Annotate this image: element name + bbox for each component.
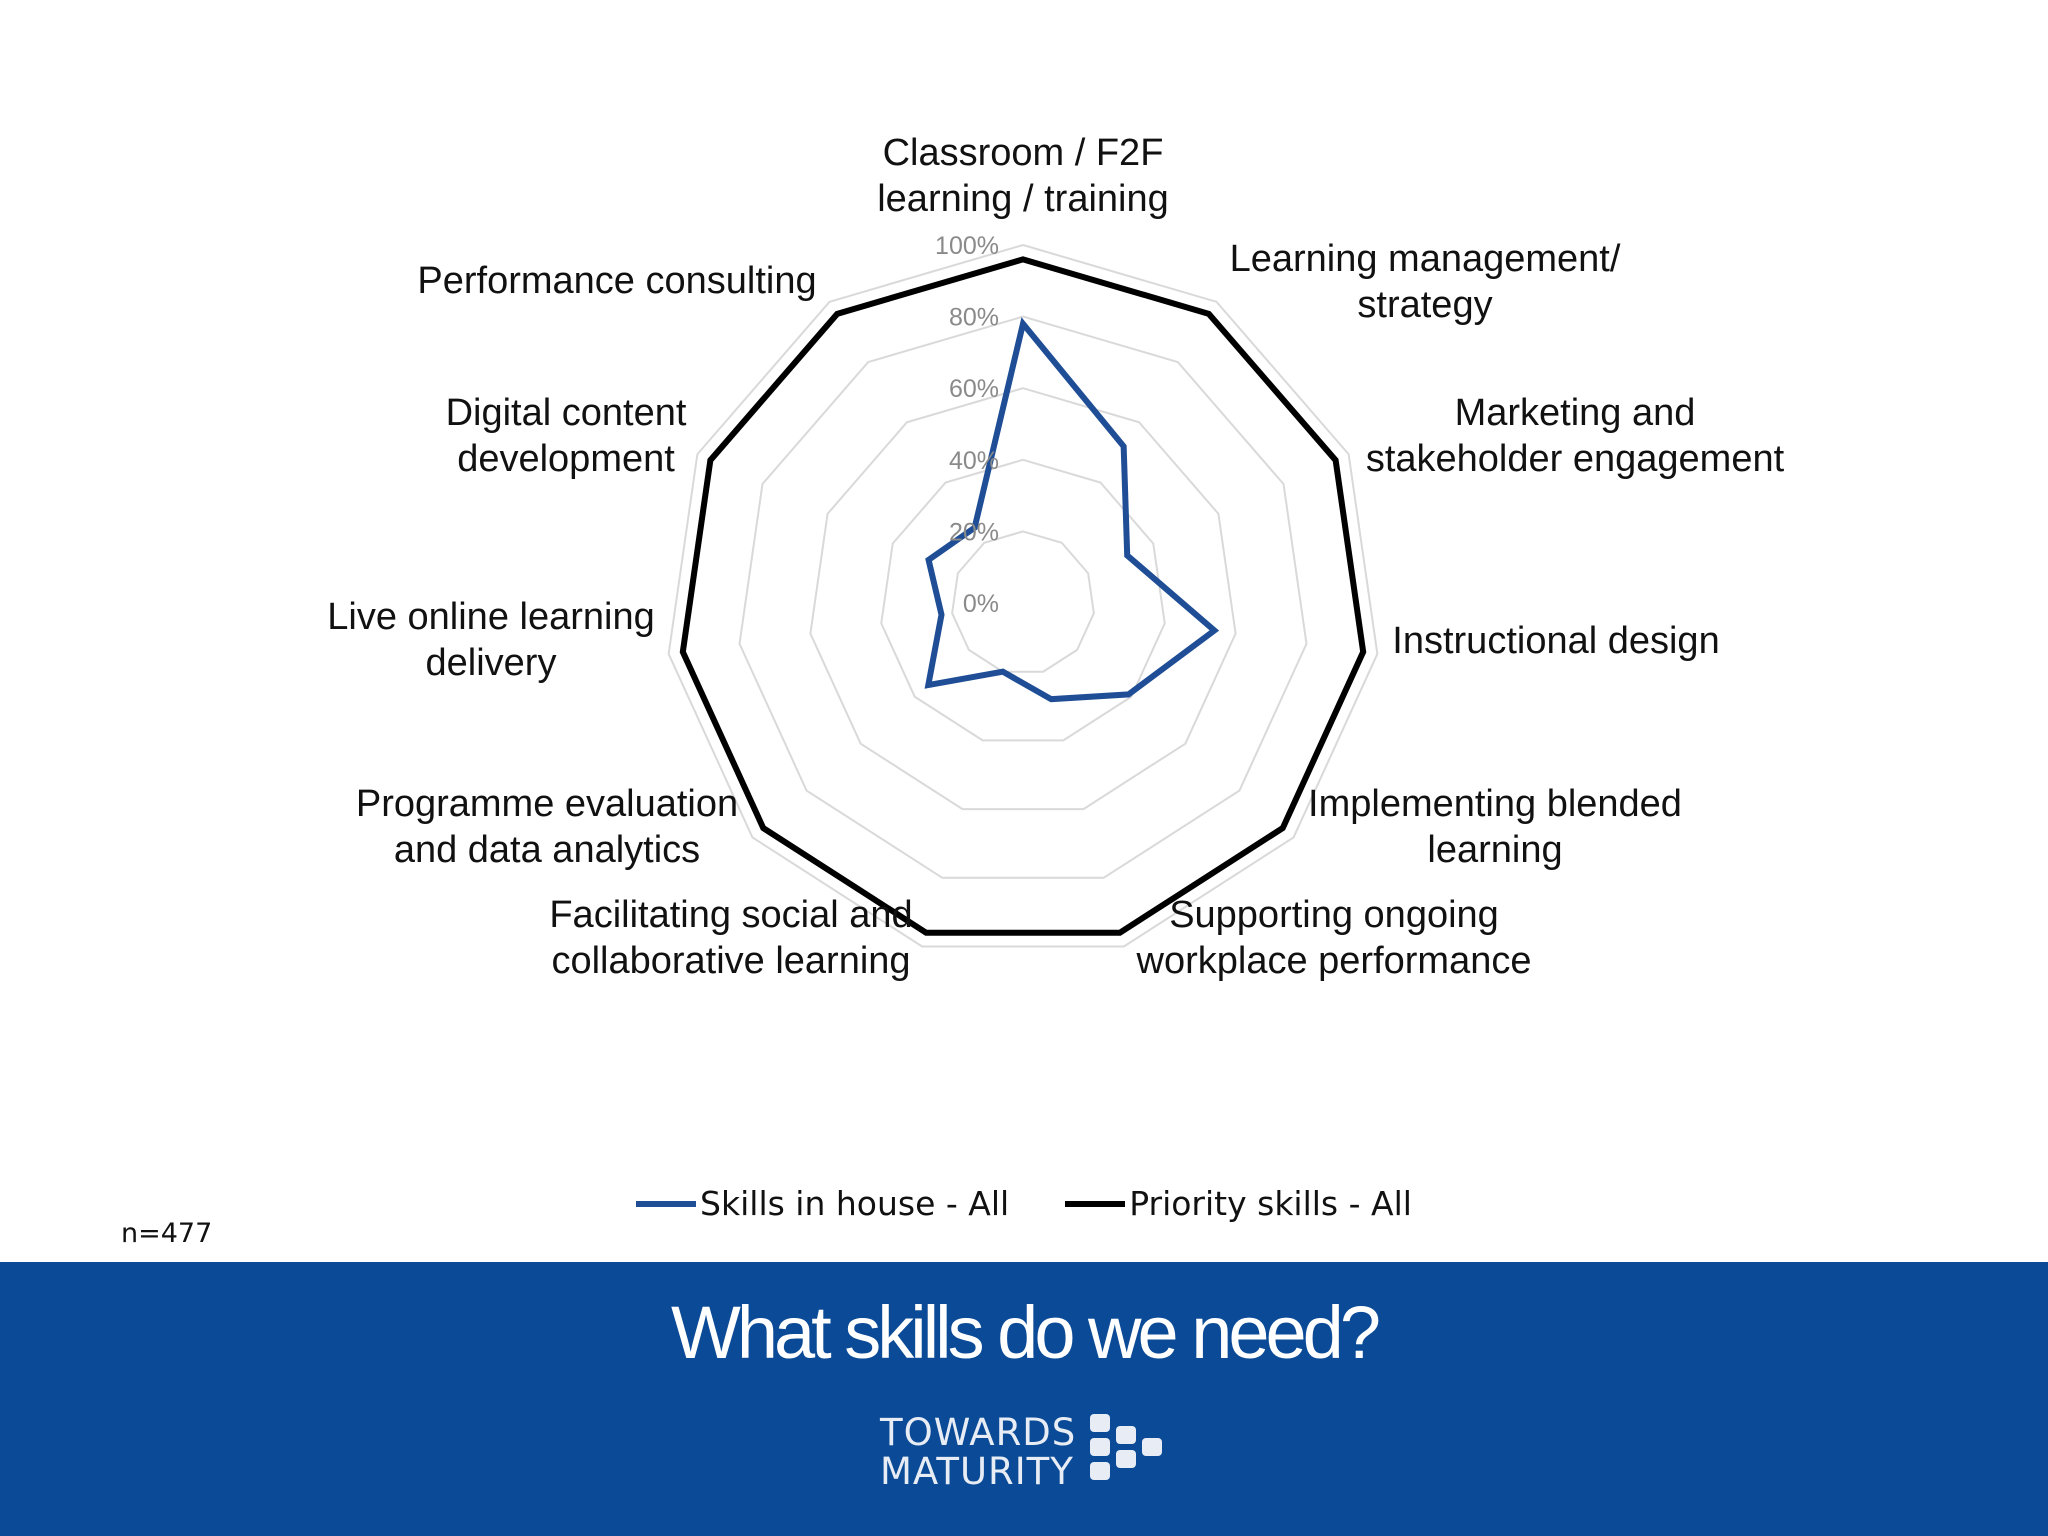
legend-item-priority: Priority skills - All — [1065, 1184, 1412, 1223]
tick-label: 20% — [949, 518, 999, 546]
axis-label-line: Instructional design — [1392, 620, 1719, 662]
logo-line-2: MATURITY — [880, 1450, 1074, 1493]
axis-label-line: Marketing and — [1455, 392, 1696, 434]
axis-label-line: Classroom / F2F — [883, 132, 1164, 174]
legend-swatch-in-house — [636, 1200, 697, 1207]
series-line-priority — [679, 256, 1367, 936]
axis-label-line: workplace performance — [1136, 940, 1532, 982]
legend-label-in-house: Skills in house - All — [700, 1184, 1010, 1223]
legend-item-in-house: Skills in house - All — [636, 1184, 1009, 1223]
tick-label: 60% — [949, 375, 999, 403]
sample-size-note: n=477 — [121, 1218, 213, 1249]
towards-maturity-logo: TOWARDS MATURITY — [880, 1412, 1166, 1492]
grid-ring — [738, 315, 1308, 879]
tick-label: 80% — [949, 304, 999, 332]
axis-label-line: learning / training — [877, 178, 1169, 220]
axis-label-line: learning — [1427, 829, 1562, 871]
slide-title: What skills do we need? — [671, 1291, 1381, 1374]
axis-label-line: Programme evaluation — [356, 783, 738, 825]
logo-squares-icon — [1090, 1414, 1163, 1480]
axis-label-line: delivery — [426, 642, 557, 684]
radar-tick-labels: 0% 20% 40% 60% 80% 100% — [935, 232, 999, 618]
axis-label-line: and data analytics — [394, 829, 700, 871]
axis-label-line: Facilitating social and — [549, 894, 912, 936]
legend-swatch-priority — [1065, 1200, 1126, 1207]
axis-label-line: Learning management/ — [1230, 238, 1621, 280]
series-line-in-house — [924, 317, 1220, 703]
logo-text: TOWARDS MATURITY — [880, 1413, 1076, 1491]
axis-label: Instructional design — [1392, 620, 1719, 662]
axis-label-line: Performance consulting — [417, 260, 816, 302]
tick-label: 100% — [935, 232, 999, 260]
chart-legend: Skills in house - All Priority skills - … — [0, 1184, 2048, 1223]
axis-label-line: collaborative learning — [551, 940, 910, 982]
axis-label-line: development — [457, 438, 675, 480]
radar-grid — [667, 243, 1379, 948]
axis-label-line: stakeholder engagement — [1366, 438, 1785, 480]
axis-label-line: Digital content — [446, 392, 687, 434]
grid-ring — [809, 387, 1237, 811]
footer-banner — [0, 1262, 2048, 1536]
grid-ring — [951, 530, 1095, 673]
axis-label: Performance consulting — [417, 260, 816, 302]
axis-label-line: Implementing blended — [1308, 783, 1682, 825]
axis-label: Learning management/strategy — [1230, 238, 1621, 326]
tick-label: 40% — [949, 447, 999, 475]
radar-series — [679, 256, 1367, 936]
grid-ring — [880, 458, 1166, 742]
tick-label: 0% — [963, 590, 999, 618]
grid-ring — [667, 243, 1379, 948]
axis-label-line: strategy — [1357, 284, 1492, 326]
axis-label-line: Live online learning — [327, 596, 654, 638]
logo-line-1: TOWARDS — [880, 1411, 1077, 1454]
legend-label-priority: Priority skills - All — [1129, 1184, 1412, 1223]
axis-label-line: Supporting ongoing — [1169, 894, 1499, 936]
